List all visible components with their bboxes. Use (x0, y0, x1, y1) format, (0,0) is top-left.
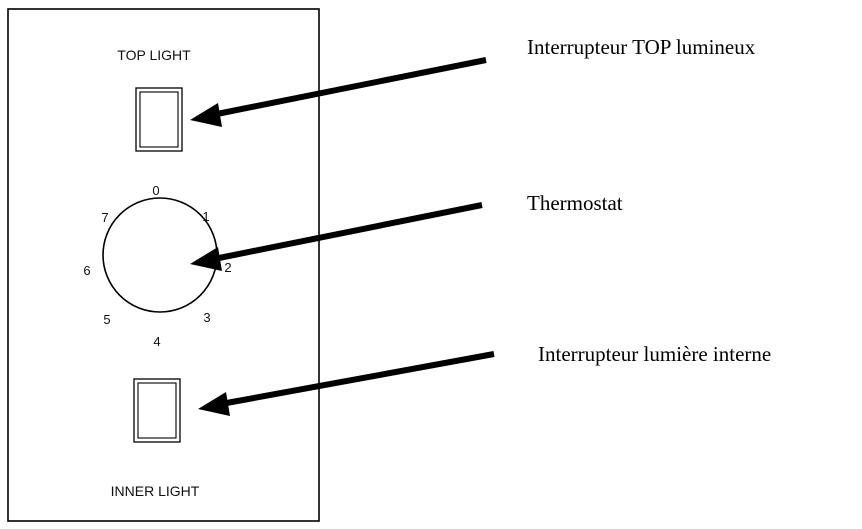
dial-number-2: 2 (224, 260, 231, 275)
arrow-thermostat (190, 202, 483, 271)
top-light-label: TOP LIGHT (117, 47, 191, 63)
top-light-switch[interactable] (135, 87, 183, 152)
inner-light-label: INNER LIGHT (111, 483, 200, 499)
control-panel-outline (7, 8, 320, 522)
dial-number-7: 7 (101, 210, 108, 225)
callout-thermostat: Thermostat (527, 191, 623, 215)
inner-light-switch[interactable] (133, 378, 181, 443)
dial-number-6: 6 (83, 263, 90, 278)
callout-top-switch: Interrupteur TOP lumineux (527, 35, 756, 59)
thermostat-dial[interactable] (102, 197, 218, 313)
arrow-top-switch (190, 57, 487, 127)
dial-number-3: 3 (203, 310, 210, 325)
thermostat-scale: 0 1 2 3 4 5 6 7 (83, 183, 231, 349)
dial-number-0: 0 (152, 183, 159, 198)
dial-number-4: 4 (153, 334, 160, 349)
dial-number-1: 1 (202, 209, 209, 224)
dial-number-5: 5 (103, 312, 110, 327)
callout-inner-switch: Interrupteur lumière interne (538, 342, 771, 366)
arrow-inner-switch (198, 351, 495, 416)
